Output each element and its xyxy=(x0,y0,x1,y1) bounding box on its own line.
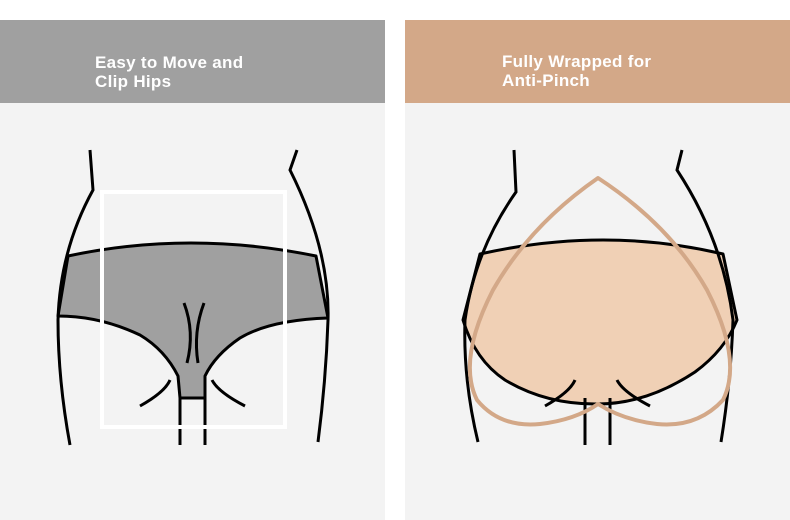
panel-title: Fully Wrapped for Anti-Pinch xyxy=(502,52,652,90)
cleft-right xyxy=(195,302,206,364)
cleft-left xyxy=(182,302,192,364)
underwear-fill xyxy=(56,241,330,400)
buttock-curve-left xyxy=(139,379,172,408)
buttock-curve-left xyxy=(544,379,577,408)
body-outline-left xyxy=(56,149,95,446)
underwear-illustration-heart xyxy=(461,149,739,445)
panel-fully-wrapped: Fully Wrapped for Anti-Pinch xyxy=(405,20,790,520)
underwear-fill xyxy=(461,238,739,406)
buttock-curve-right xyxy=(615,379,651,408)
panel-header: Easy to Move and Clip Hips xyxy=(0,20,385,103)
panel-header: Fully Wrapped for Anti-Pinch xyxy=(405,20,790,103)
panel-title: Easy to Move and Clip Hips xyxy=(95,53,244,91)
body-outline-right xyxy=(288,149,330,443)
highlight-box xyxy=(100,190,287,429)
body-outline-left xyxy=(463,149,518,443)
heart-outline xyxy=(467,176,733,427)
body-outline-right xyxy=(675,149,735,443)
underwear-illustration-grey xyxy=(56,149,330,446)
panel-easy-move: Easy to Move and Clip Hips xyxy=(0,20,385,520)
buttock-curve-right xyxy=(210,379,246,408)
